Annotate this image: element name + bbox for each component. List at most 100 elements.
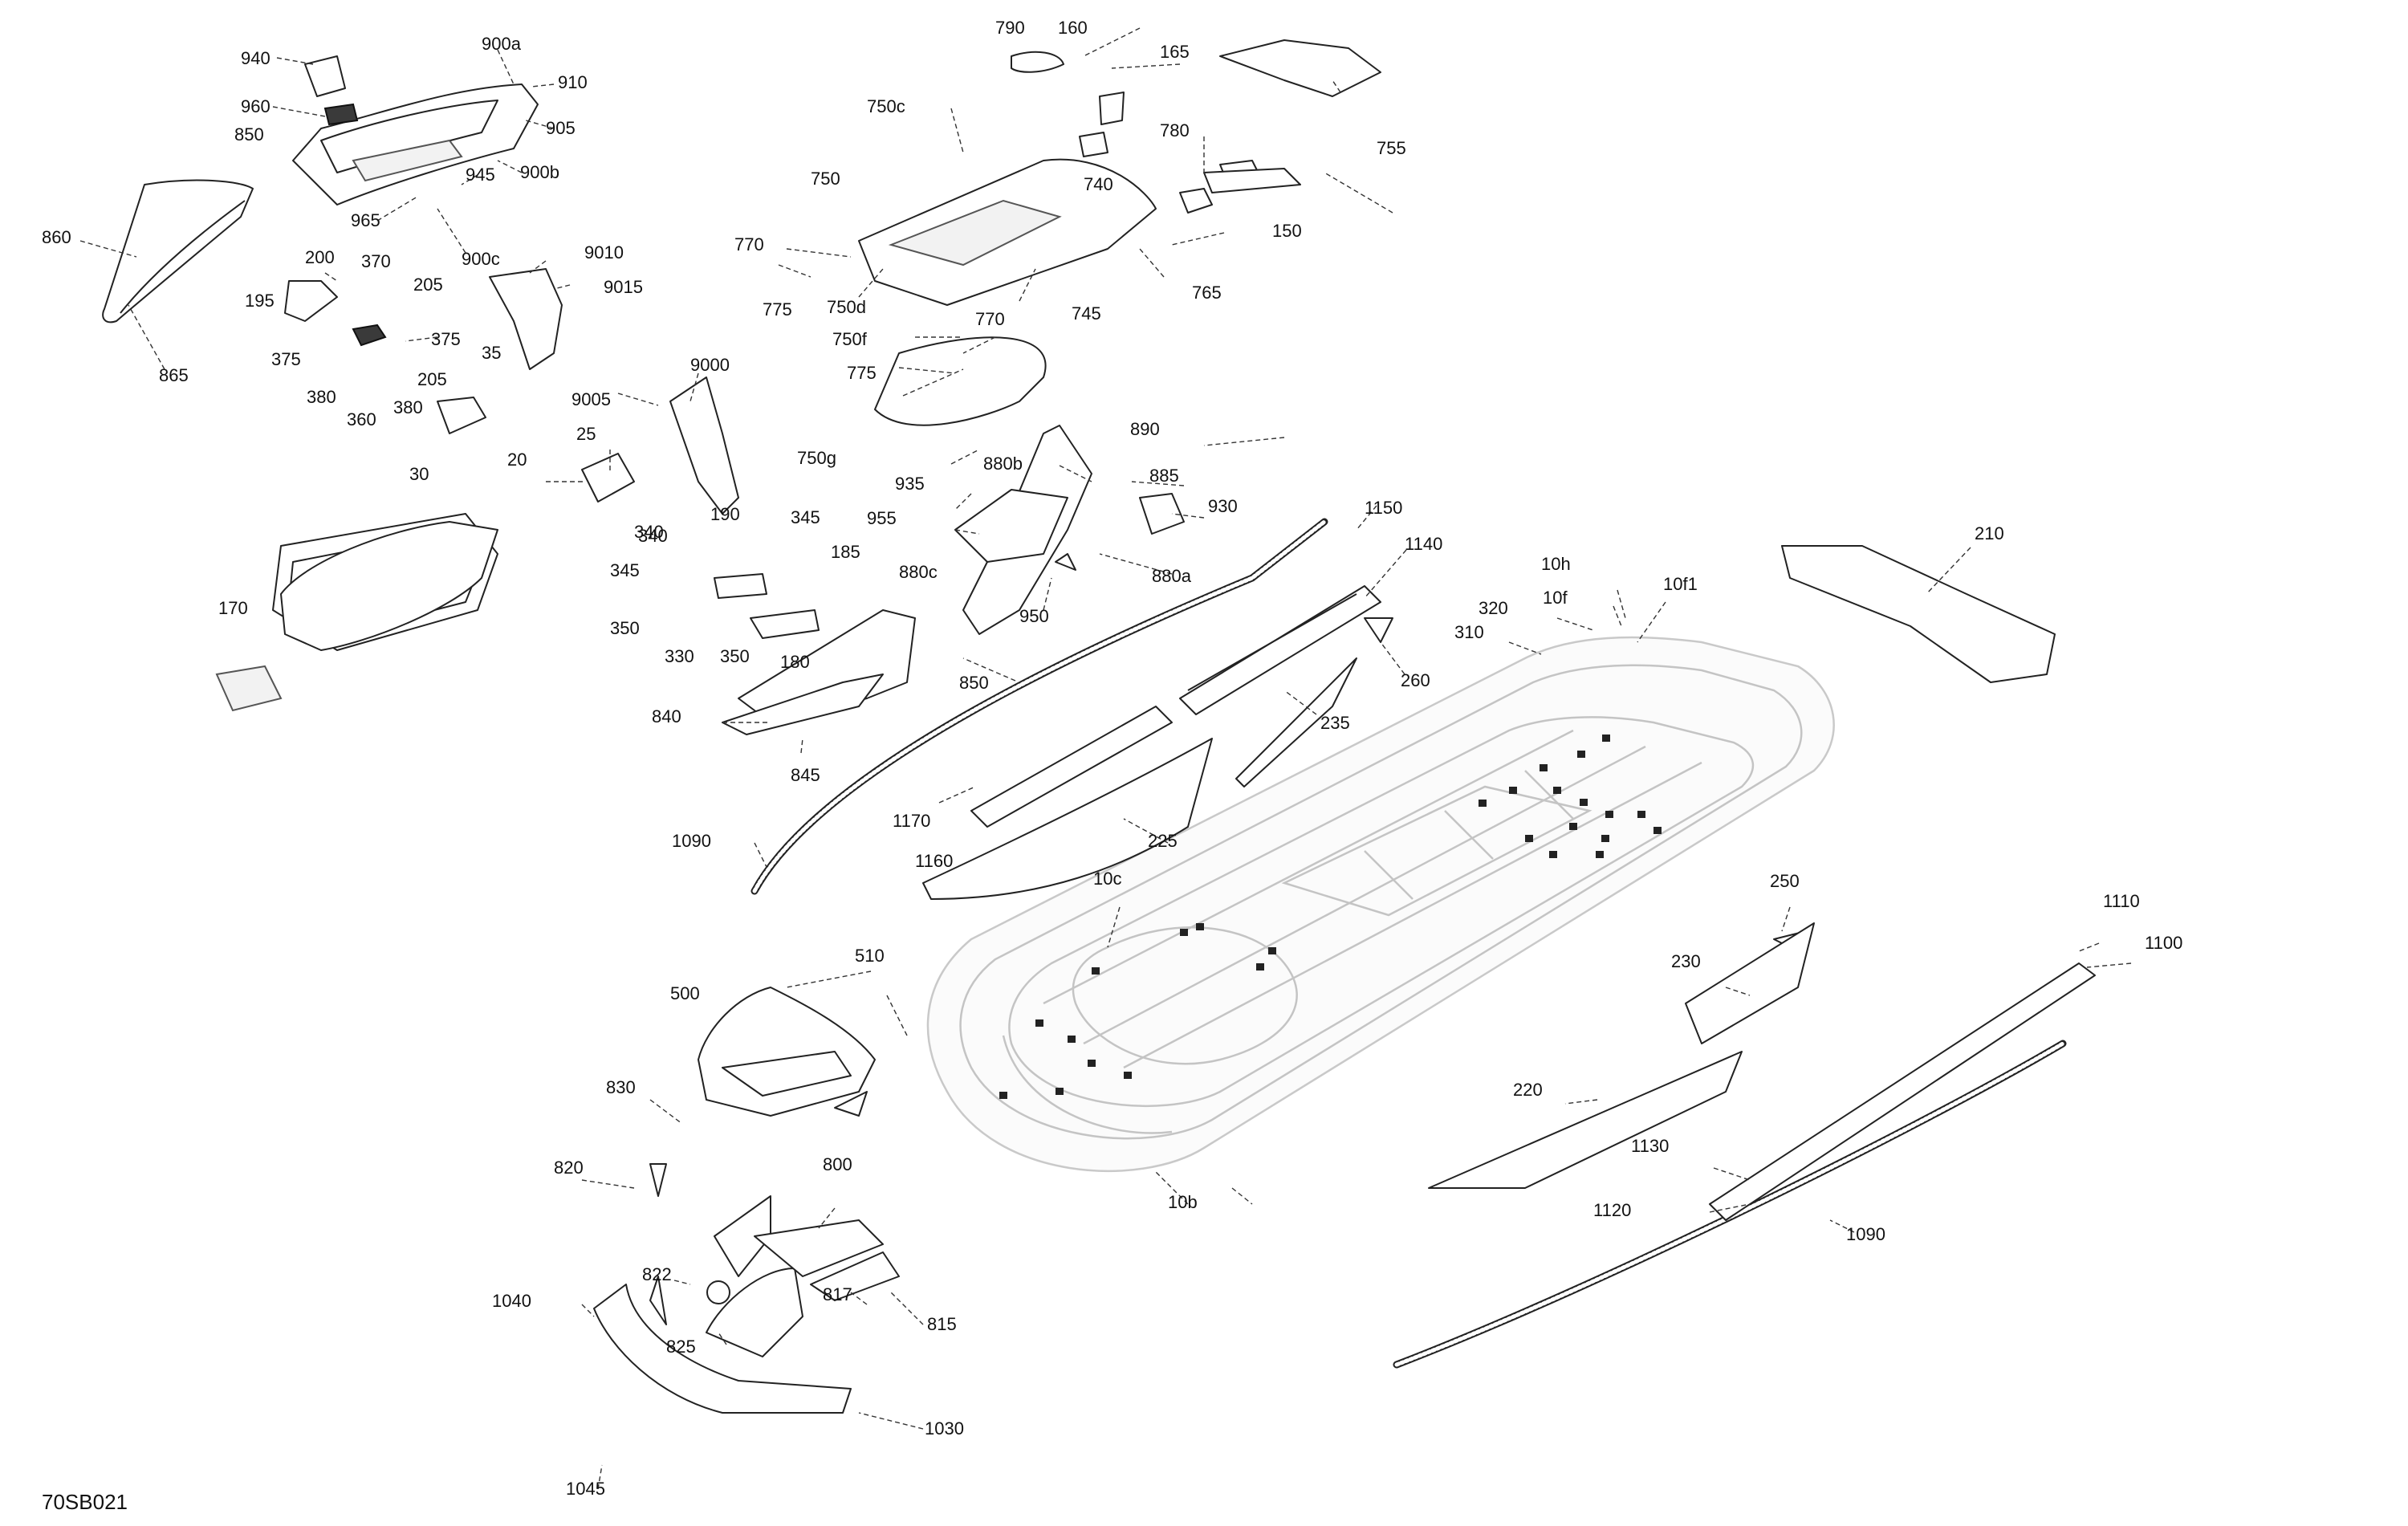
callout-label: 195: [245, 291, 275, 311]
callout-label: 350: [720, 646, 750, 666]
callout-label: 205: [413, 275, 443, 295]
callout-label: 820: [554, 1158, 584, 1178]
callout-label: 1045: [566, 1479, 605, 1499]
callout-label: 1090: [672, 831, 711, 851]
hull-body: [926, 636, 1835, 1172]
storage-cover-assembly: [858, 39, 1381, 635]
callout-label: 750: [811, 169, 840, 189]
callout-label: 1130: [1631, 1136, 1669, 1156]
callout-label: 350: [610, 618, 640, 638]
front-nose-assembly: [593, 987, 900, 1414]
callout-label: 865: [159, 365, 189, 385]
callout-label: 950: [1019, 606, 1049, 626]
callout-label: 345: [610, 560, 640, 580]
callout-label: 10b: [1168, 1192, 1198, 1212]
callout-label: 880b: [983, 454, 1023, 474]
callout-label: 510: [855, 946, 885, 966]
left-side-panels: [714, 573, 916, 735]
callout-label: 755: [1377, 138, 1406, 158]
callout-label: 775: [763, 299, 792, 319]
callout-label: 890: [1130, 419, 1160, 439]
callout-label: 165: [1160, 42, 1190, 62]
callout-label: 375: [431, 329, 461, 349]
side-panels: [922, 545, 2096, 1221]
callout-label: 330: [665, 646, 694, 666]
callout-label: 345: [791, 507, 820, 527]
callout-label: 935: [895, 474, 925, 494]
callout-label: 340: [638, 526, 668, 546]
callout-label: 850: [959, 673, 989, 693]
callout-label: 955: [867, 508, 897, 528]
callout-label: 900a: [482, 34, 522, 54]
callout-label: 320: [1479, 598, 1508, 618]
callout-label: 745: [1072, 303, 1101, 324]
callout-label: 9010: [584, 242, 624, 262]
callout-label: 945: [466, 165, 495, 185]
callout-label: 160: [1058, 18, 1088, 38]
callout-label: 1110: [2103, 891, 2140, 911]
callout-label: 230: [1671, 951, 1701, 971]
callout-label: 170: [218, 598, 248, 618]
callout-label: 205: [417, 369, 447, 389]
callout-label: 860: [42, 227, 71, 247]
callout-label: 9000: [690, 355, 730, 375]
callout-label: 35: [482, 343, 501, 363]
callout-label: 960: [241, 96, 270, 116]
callout-labels: 940 900a 910 960 905 850 900b 945 965 90…: [42, 18, 2182, 1499]
callout-label: 900b: [520, 162, 559, 182]
callout-label: 905: [546, 118, 576, 138]
callout-label: 210: [1975, 523, 2004, 543]
callout-label: 375: [271, 349, 301, 369]
gunwale-strip-1090-left: [750, 518, 1328, 895]
callout-label: 940: [241, 48, 270, 68]
callout-label: 850: [234, 124, 264, 144]
callout-label: 750d: [827, 297, 866, 317]
callout-label: 9015: [604, 277, 643, 297]
callout-label: 1170: [893, 811, 930, 831]
callout-label: 1040: [492, 1291, 531, 1311]
callout-label: 1120: [1593, 1200, 1631, 1220]
callout-label: 380: [393, 397, 423, 417]
callout-label: 25: [576, 424, 596, 444]
callout-label: 830: [606, 1077, 636, 1097]
callout-label: 765: [1192, 283, 1222, 303]
callout-label: 235: [1320, 713, 1350, 733]
gunwale-strip-1090-right: [1393, 1040, 2067, 1369]
callout-label: 965: [351, 210, 380, 230]
callout-label: 900c: [462, 249, 500, 269]
callout-label: 30: [409, 464, 429, 484]
callout-label: 1090: [1846, 1224, 1885, 1244]
callout-label: 370: [361, 251, 391, 271]
callout-label: 1150: [1365, 498, 1402, 518]
callout-label: 1140: [1405, 534, 1442, 554]
callout-label: 780: [1160, 120, 1190, 140]
callout-label: 770: [734, 234, 764, 254]
callout-label: 260: [1401, 670, 1430, 690]
callout-label: 200: [305, 247, 335, 267]
callout-label: 845: [791, 765, 820, 785]
callout-label: 10c: [1093, 869, 1121, 889]
leader-lines: [79, 27, 2132, 1490]
callout-label: 770: [975, 309, 1005, 329]
callout-label: 20: [507, 450, 527, 470]
callout-label: 750g: [797, 448, 836, 468]
callout-label: 340: [634, 522, 664, 542]
callout-label: 190: [710, 504, 740, 524]
callout-label: 885: [1149, 466, 1179, 486]
callout-label: 360: [347, 409, 376, 429]
callout-label: 310: [1454, 622, 1484, 642]
callout-label: 840: [652, 706, 681, 726]
callout-label: 225: [1148, 831, 1178, 851]
callout-label: 500: [670, 983, 700, 1003]
callout-label: 9005: [571, 389, 611, 409]
callout-label: 930: [1208, 496, 1238, 516]
callout-label: 880c: [899, 562, 938, 582]
gasket-170: [280, 521, 498, 651]
callout-label: 880a: [1152, 566, 1192, 586]
callout-label: 750f: [832, 329, 868, 349]
callout-label: 10h: [1541, 554, 1571, 574]
callout-label: 180: [780, 652, 810, 672]
callout-label: 1030: [925, 1418, 964, 1439]
callout-label: 10f1: [1663, 574, 1698, 594]
